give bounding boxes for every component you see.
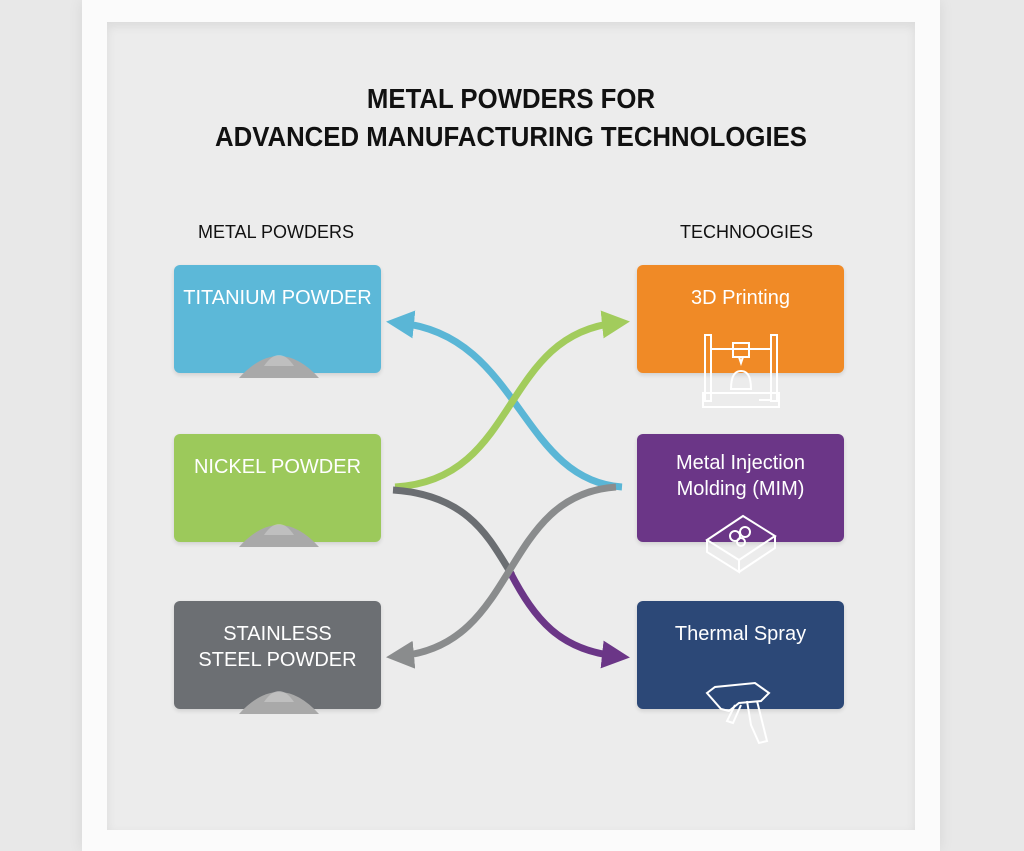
powder-pile-icon: [239, 524, 319, 547]
arrow-titanium-mim: [386, 310, 623, 491]
3d-printing-label: 3D Printing: [691, 287, 790, 309]
diagram-title: METAL POWDERS FOR ADVANCED MANUFACTURING…: [139, 80, 882, 156]
nickel-powder-box: NICKEL POWDER: [174, 434, 381, 547]
right-column-header: TECHNOOGIES: [680, 222, 814, 242]
nickel-label: NICKEL POWDER: [193, 456, 362, 478]
arrow-mim-stainless: [386, 483, 617, 669]
mim-box: Metal Injection Molding (MIM): [637, 434, 844, 574]
thermal-spray-label: Thermal Spray: [674, 623, 807, 645]
powder-pile-icon: [239, 355, 319, 378]
title-line-1: METAL POWDERS FOR: [366, 83, 656, 114]
mold-icon: [705, 514, 777, 574]
mim-label: Metal Injection Molding (MIM): [676, 452, 805, 500]
title-line-2: ADVANCED MANUFACTURING TECHNOLOGIES: [214, 121, 807, 152]
left-column-header: METAL POWDERS: [198, 222, 355, 242]
arrow-nickel-thermal-spray: [506, 570, 630, 669]
spray-gun-icon: [705, 681, 771, 745]
stainless-label: STAINLESS STEEL POWDER: [198, 623, 357, 671]
thermal-spray-box: Thermal Spray: [637, 601, 844, 745]
arrow-nickel-thermal-spray-gray: [392, 486, 515, 577]
titanium-label: TITANIUM POWDER: [183, 287, 372, 309]
3d-printing-box: 3D Printing: [637, 265, 844, 408]
3d-printer-icon: [702, 334, 780, 408]
powder-pile-icon: [239, 691, 319, 714]
titanium-powder-box: TITANIUM POWDER: [174, 265, 381, 378]
stainless-steel-powder-box: STAINLESS STEEL POWDER: [174, 601, 381, 714]
arrow-nickel-3d-printing: [394, 310, 630, 491]
